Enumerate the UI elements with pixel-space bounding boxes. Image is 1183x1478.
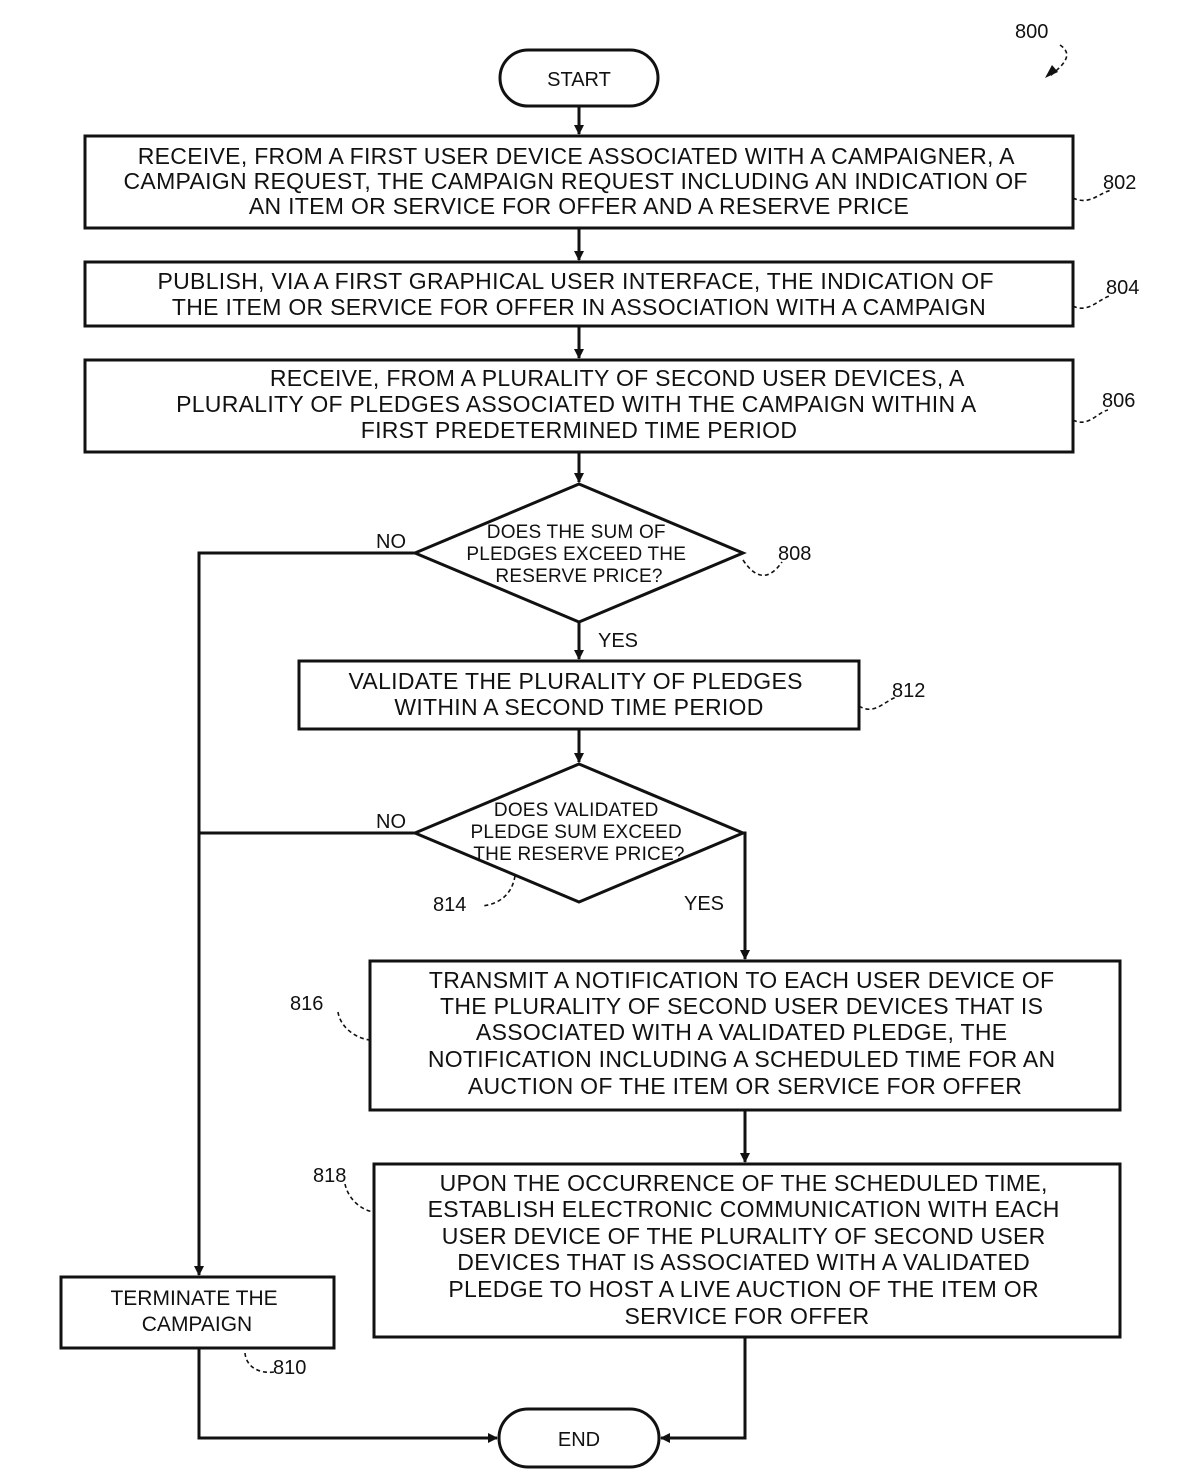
- decision-808: DOES THE SUM OF PLEDGES EXCEED THE RESER…: [376, 484, 811, 652]
- step-806-ref: 806: [1102, 390, 1135, 412]
- step-816-leader: [338, 1012, 370, 1040]
- step-806-line: PLURALITY OF PLEDGES ASSOCIATED WITH THE…: [176, 391, 977, 417]
- arrow-810-to-end: [199, 1348, 497, 1438]
- step-804-ref: 804: [1106, 277, 1139, 299]
- step-816-line: AUCTION OF THE ITEM OR SERVICE FOR OFFER: [468, 1073, 1022, 1099]
- start-label: START: [547, 69, 611, 91]
- step-804-line: THE ITEM OR SERVICE FOR OFFER IN ASSOCIA…: [172, 294, 986, 320]
- end-terminal: END: [499, 1409, 659, 1467]
- step-812-text: VALIDATE THE PLURALITY OF PLEDGES WITHIN…: [349, 668, 810, 720]
- step-816-line: NOTIFICATION INCLUDING A SCHEDULED TIME …: [428, 1046, 1056, 1072]
- figure-ref-label: 800: [1015, 21, 1048, 43]
- step-816: TRANSMIT A NOTIFICATION TO EACH USER DEV…: [290, 961, 1120, 1110]
- decision-814-no-label: NO: [376, 811, 406, 833]
- decision-808-ref: 808: [778, 543, 811, 565]
- step-818-line: ESTABLISH ELECTRONIC COMMUNICATION WITH …: [428, 1196, 1060, 1222]
- step-810-leader: [245, 1353, 274, 1372]
- step-806: RECEIVE, FROM A PLURALITY OF SECOND USER…: [85, 360, 1135, 452]
- start-terminal: START: [500, 50, 658, 106]
- step-804-line: PUBLISH, VIA A FIRST GRAPHICAL USER INTE…: [158, 268, 994, 294]
- step-812-line: WITHIN A SECOND TIME PERIOD: [394, 694, 763, 720]
- step-806-line: FIRST PREDETERMINED TIME PERIOD: [361, 417, 798, 443]
- step-804-leader: [1073, 296, 1110, 308]
- step-812-line: VALIDATE THE PLURALITY OF PLEDGES: [349, 668, 803, 694]
- step-818-ref: 818: [313, 1165, 346, 1187]
- step-818-line: SERVICE FOR OFFER: [625, 1303, 870, 1329]
- arrow-818-to-end: [661, 1337, 745, 1438]
- step-810-line: CAMPAIGN: [142, 1313, 252, 1336]
- step-802-line: RECEIVE, FROM A FIRST USER DEVICE ASSOCI…: [138, 143, 1015, 169]
- decision-814-leader: [482, 876, 515, 906]
- decision-808-line: DOES THE SUM OF: [487, 522, 666, 543]
- step-806-line: RECEIVE, FROM A PLURALITY OF SECOND USER…: [270, 365, 965, 391]
- decision-814-line: DOES VALIDATED: [494, 800, 659, 821]
- step-818-line: UPON THE OCCURRENCE OF THE SCHEDULED TIM…: [440, 1170, 1048, 1196]
- decision-808-line: RESERVE PRICE?: [495, 566, 662, 587]
- step-816-ref: 816: [290, 993, 323, 1015]
- step-818-line: PLEDGE TO HOST A LIVE AUCTION OF THE ITE…: [448, 1276, 1038, 1302]
- decision-808-line: PLEDGES EXCEED THE: [466, 544, 686, 565]
- step-812: VALIDATE THE PLURALITY OF PLEDGES WITHIN…: [299, 661, 925, 729]
- step-802-ref: 802: [1103, 172, 1136, 194]
- step-816-line: TRANSMIT A NOTIFICATION TO EACH USER DEV…: [429, 967, 1055, 993]
- step-818: UPON THE OCCURRENCE OF THE SCHEDULED TIM…: [313, 1164, 1120, 1337]
- decision-814-yes-label: YES: [684, 893, 724, 915]
- decision-808-text: DOES THE SUM OF PLEDGES EXCEED THE RESER…: [466, 522, 691, 587]
- end-label: END: [558, 1429, 600, 1451]
- decision-808-yes-label: YES: [598, 630, 638, 652]
- step-802-line: AN ITEM OR SERVICE FOR OFFER AND A RESER…: [249, 193, 909, 219]
- step-810-ref: 810: [273, 1357, 306, 1379]
- decision-814-line: PLEDGE SUM EXCEED: [471, 822, 682, 843]
- step-818-line: USER DEVICE OF THE PLURALITY OF SECOND U…: [442, 1223, 1046, 1249]
- step-818-line: DEVICES THAT IS ASSOCIATED WITH A VALIDA…: [457, 1249, 1030, 1275]
- step-810-line: TERMINATE THE: [110, 1287, 277, 1310]
- decision-814-text: DOES VALIDATED PLEDGE SUM EXCEED THE RES…: [471, 800, 688, 865]
- decision-814: DOES VALIDATED PLEDGE SUM EXCEED THE RES…: [376, 764, 743, 916]
- step-816-line: THE PLURALITY OF SECOND USER DEVICES THA…: [440, 993, 1043, 1019]
- step-804: PUBLISH, VIA A FIRST GRAPHICAL USER INTE…: [85, 262, 1139, 326]
- arrow-814-yes-to-816: [743, 833, 745, 959]
- step-818-leader: [345, 1184, 374, 1212]
- step-802: RECEIVE, FROM A FIRST USER DEVICE ASSOCI…: [85, 136, 1136, 228]
- decision-814-line: THE RESERVE PRICE?: [473, 844, 684, 865]
- decision-814-ref: 814: [433, 894, 466, 916]
- step-816-line: ASSOCIATED WITH A VALIDATED PLEDGE, THE: [476, 1019, 1007, 1045]
- decision-808-no-label: NO: [376, 531, 406, 553]
- decision-808-leader: [743, 560, 782, 575]
- step-802-text: RECEIVE, FROM A FIRST USER DEVICE ASSOCI…: [124, 143, 1035, 219]
- step-812-ref: 812: [892, 680, 925, 702]
- step-804-text: PUBLISH, VIA A FIRST GRAPHICAL USER INTE…: [158, 268, 1001, 320]
- step-802-line: CAMPAIGN REQUEST, THE CAMPAIGN REQUEST I…: [124, 168, 1028, 194]
- figure-ref-arrowhead: [1045, 65, 1058, 78]
- step-816-text: TRANSMIT A NOTIFICATION TO EACH USER DEV…: [428, 967, 1062, 1099]
